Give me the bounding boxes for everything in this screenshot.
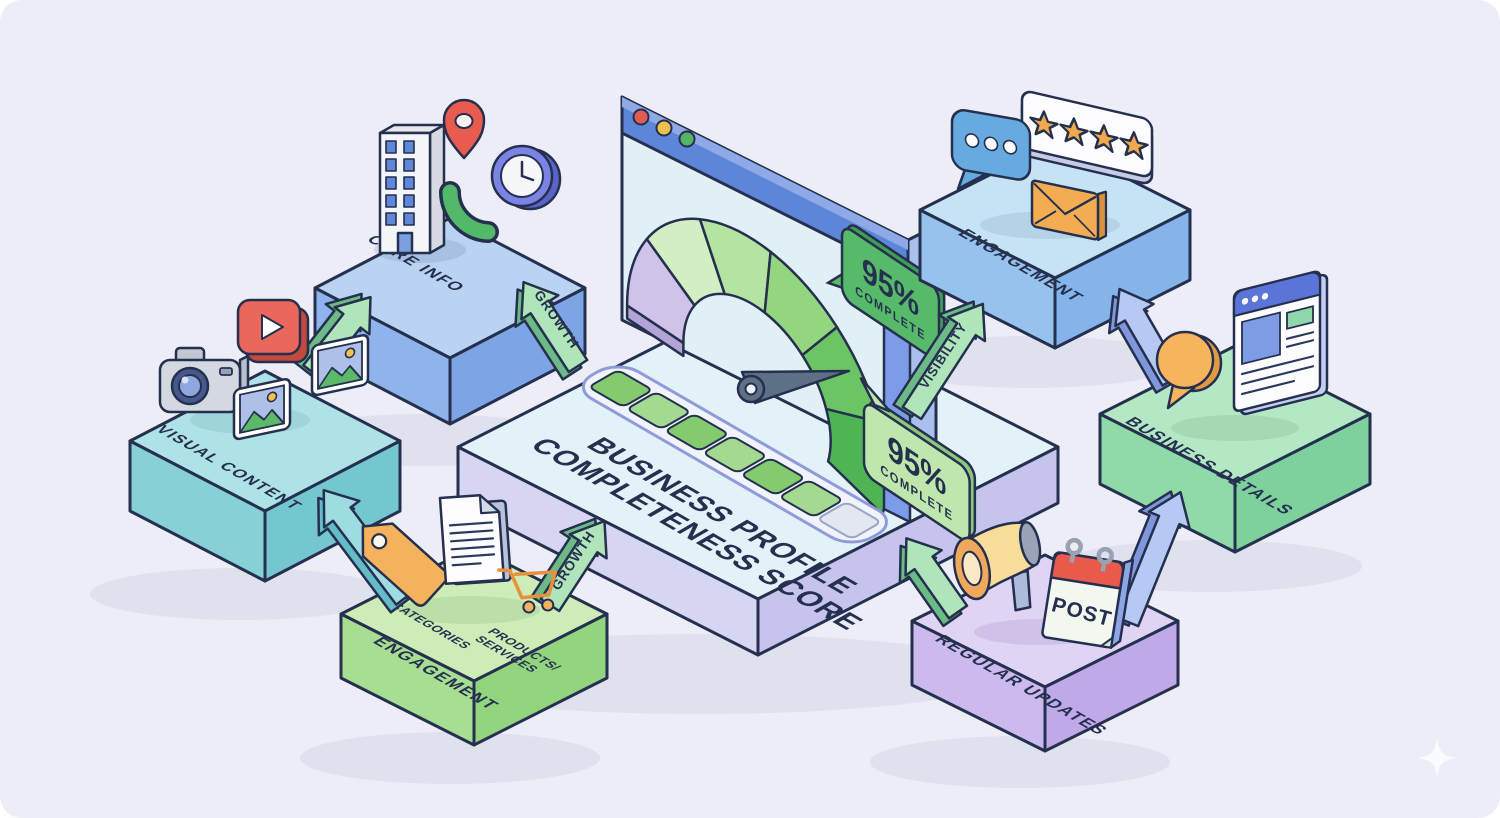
engagement-icons xyxy=(950,90,1154,242)
engagement-left-block xyxy=(339,545,609,747)
progress-segment xyxy=(627,392,691,429)
regular-updates-icons: POST xyxy=(952,520,1135,649)
progress-segment xyxy=(703,436,767,473)
score-badge-top: 95% COMPLETE xyxy=(828,208,944,366)
window-minimize-dot xyxy=(655,119,673,137)
gauge-needle xyxy=(736,369,851,405)
sparkle-icon xyxy=(1417,738,1457,778)
badge-tail xyxy=(861,378,890,416)
tag-icon xyxy=(361,522,449,607)
window-maximize-dot xyxy=(678,130,696,148)
chat-bubble-icon xyxy=(950,108,1032,191)
score-badge-bottom: 95% COMPLETE xyxy=(861,378,975,548)
video-play-icon xyxy=(236,298,310,364)
progress-bar xyxy=(571,360,898,549)
progress-segment xyxy=(589,370,653,407)
window-close-dot xyxy=(632,108,650,126)
arrow-growth-top xyxy=(514,280,589,381)
business-details-icons xyxy=(1155,270,1329,441)
speech-bubble-icon xyxy=(1155,330,1223,410)
categories-products-icons xyxy=(361,493,558,624)
core-info-icons xyxy=(374,98,562,263)
shopping-cart-icon xyxy=(497,568,558,614)
phone-icon xyxy=(438,181,499,243)
progress-segment xyxy=(779,480,843,517)
arrow-updates-to-platform xyxy=(898,537,969,628)
building-icon xyxy=(378,123,446,255)
megaphone-icon xyxy=(952,520,1042,612)
camera-icon xyxy=(158,346,250,414)
document-icon xyxy=(438,493,512,586)
envelope-icon xyxy=(1030,179,1108,242)
arrow-growth-bottom xyxy=(530,517,608,613)
visual-content-icons xyxy=(158,298,370,441)
star-rating-icon xyxy=(1020,90,1154,185)
location-pin-icon xyxy=(442,98,486,160)
clock-icon xyxy=(490,144,562,211)
photo-icon xyxy=(232,377,292,441)
photo-icon xyxy=(310,333,370,397)
calendar-icon: POST xyxy=(1041,537,1135,649)
progress-segment xyxy=(665,414,729,451)
progress-segment xyxy=(741,458,805,495)
progress-segment-empty xyxy=(817,502,881,539)
webpage-icon xyxy=(1232,270,1329,416)
completeness-gauge xyxy=(627,155,887,517)
arrow-visibility xyxy=(892,300,987,421)
